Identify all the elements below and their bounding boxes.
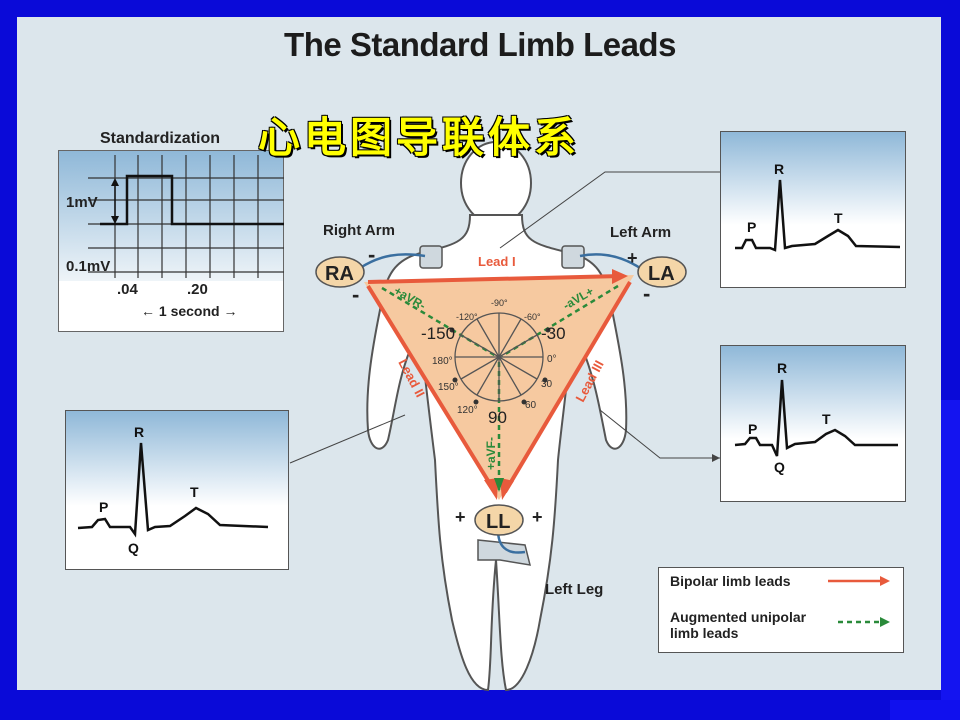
la-plus: +: [627, 248, 638, 268]
axis-label-0: 0°: [547, 354, 557, 365]
ecg-box-lead-1: [720, 131, 906, 288]
electrode-ll-label: LL: [486, 511, 510, 533]
standardization-label: Standardization: [100, 130, 221, 147]
la-minus: -: [643, 281, 650, 306]
axis-label-60: 60: [525, 400, 537, 411]
ra-minus-bottom: -: [352, 282, 359, 307]
wave-r-lead-2: R: [134, 424, 144, 440]
electrode-bands: [419, 245, 585, 566]
wave-t-lead-2: T: [190, 484, 199, 500]
left-arm-label: Left Arm: [610, 224, 671, 241]
legend-augmented-label-2: limb leads: [670, 625, 739, 641]
bottom-accent-bar: [890, 700, 960, 720]
right-arm-label: Right Arm: [323, 222, 395, 239]
axis-label-150: 150°: [438, 382, 459, 393]
chinese-title: 心电图导联体系: [258, 113, 581, 162]
hexaxial-circle: [454, 312, 544, 402]
ecg-box-lead-2: [65, 410, 289, 570]
pointer-lines: [289, 171, 720, 464]
left-leg-label: Left Leg: [545, 581, 603, 598]
wave-q-lead-2: Q: [128, 540, 139, 556]
axis-label-m60: -60°: [524, 312, 541, 322]
ll-plus-right: +: [532, 507, 543, 527]
ecg-trace-lead-2: [77, 442, 269, 538]
axis-label-m30: -30: [541, 324, 566, 343]
page-title: The Standard Limb Leads: [284, 26, 676, 63]
wave-r-lead-1: R: [774, 161, 784, 177]
wave-t-lead-1: T: [834, 210, 843, 226]
ecg-box-lead-3: [720, 345, 906, 502]
legend-augmented-label-1: Augmented unipolar: [670, 609, 807, 625]
axis-dots: [449, 327, 551, 405]
right-accent-bar: [941, 400, 960, 720]
electrode-ll: [474, 504, 524, 536]
lead-1-label: Lead I: [478, 254, 516, 269]
ecg-trace-lead-3: [734, 379, 898, 457]
axis-label-m90: -90°: [491, 298, 508, 308]
wave-p-lead-2: P: [99, 499, 108, 515]
wave-p-lead-1: P: [747, 219, 756, 235]
bipolar-lead-arrows: [366, 274, 632, 494]
wave-q-lead-3: Q: [774, 459, 785, 475]
electrode-ra: [315, 256, 365, 288]
electrode-ra-label: RA: [325, 263, 354, 285]
axis-label-90: 90: [488, 408, 507, 427]
avf-label: +aVF-: [484, 437, 498, 470]
ecg-trace-lead-1: [735, 179, 901, 252]
axis-label-m120: -120°: [456, 312, 478, 322]
wave-t-lead-3: T: [822, 411, 831, 427]
axis-label-m150: -150: [421, 324, 455, 343]
electrode-la-label: LA: [648, 263, 675, 285]
legend-bipolar-label: Bipolar limb leads: [670, 573, 791, 589]
ll-plus-left: +: [455, 507, 466, 527]
axis-label-120: 120°: [457, 405, 478, 416]
wave-p-lead-3: P: [748, 421, 757, 437]
axis-label-30: 30: [541, 379, 553, 390]
wave-r-lead-3: R: [777, 360, 787, 376]
axis-label-180: 180°: [432, 356, 453, 367]
ra-minus-top: -: [368, 242, 375, 267]
electrode-la: [637, 256, 687, 288]
